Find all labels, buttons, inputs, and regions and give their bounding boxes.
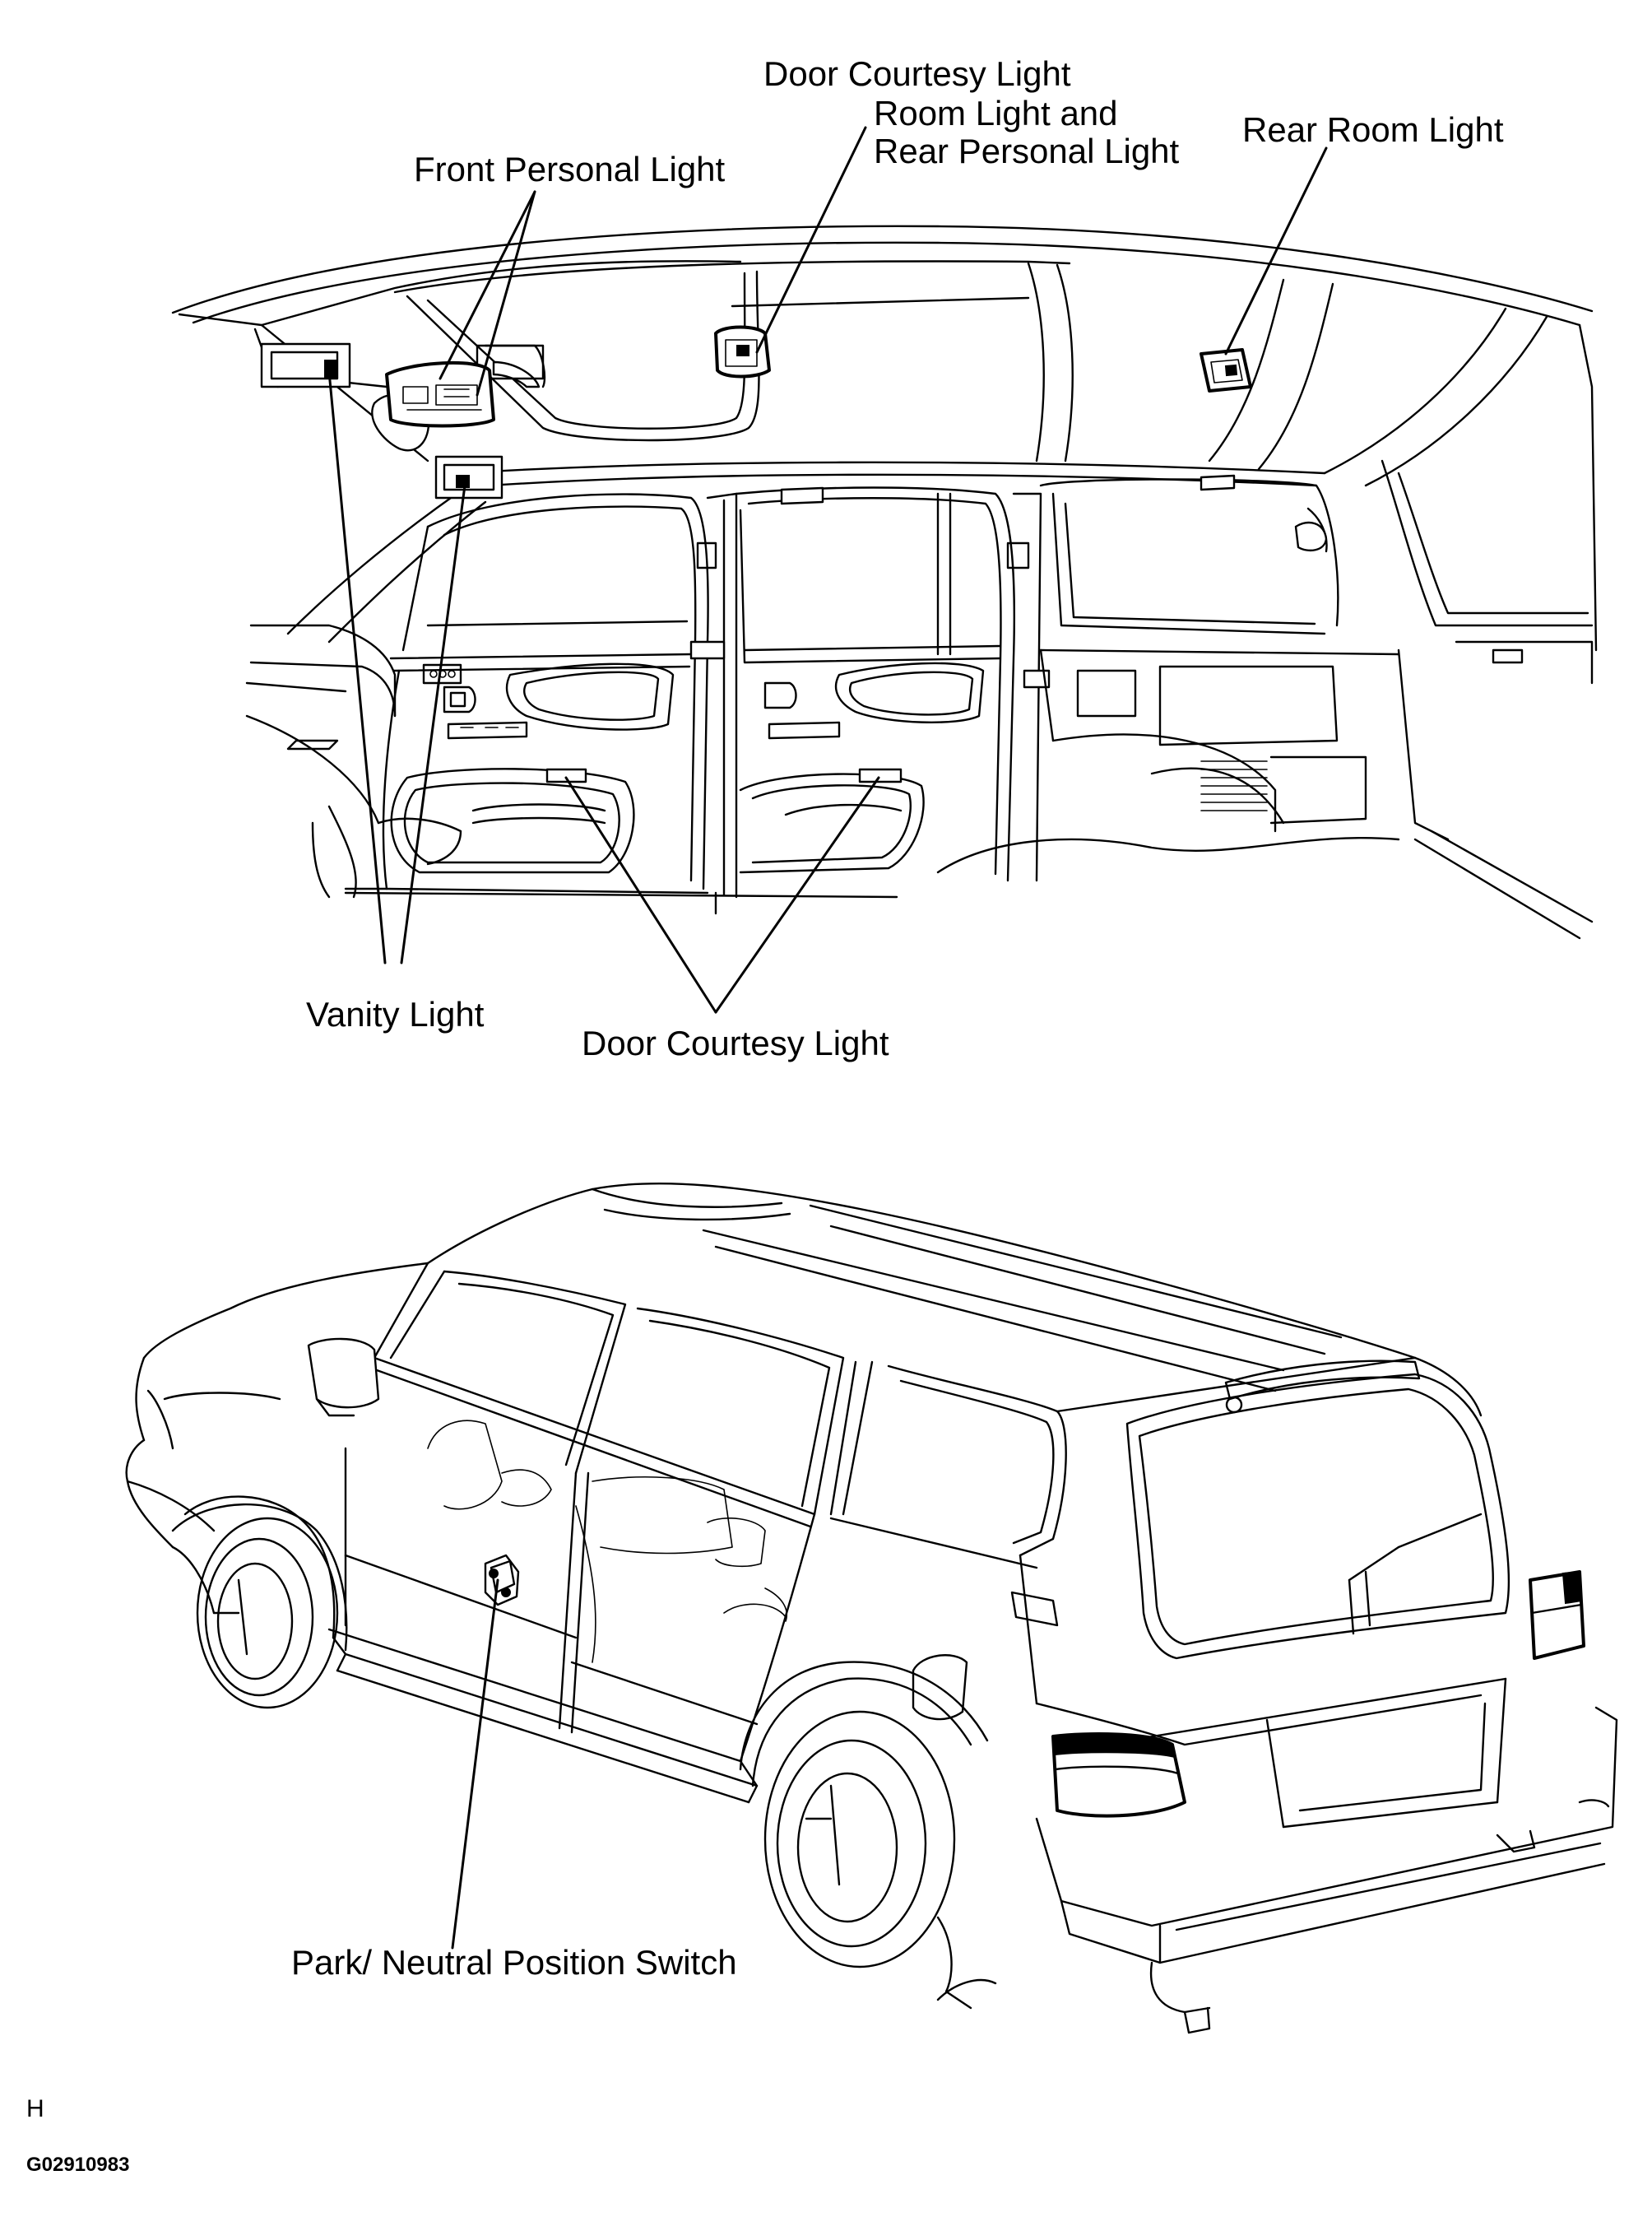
label-rear-room-light: Rear Room Light	[1242, 110, 1504, 149]
vehicle-interior-illustration	[171, 225, 1598, 940]
label-door-courtesy-light-top: Door Courtesy Light	[763, 54, 1071, 93]
label-room-light-line1: Room Light and	[874, 94, 1118, 132]
vehicle-exterior-illustration	[125, 1182, 1618, 2034]
label-park-neutral-switch: Park/ Neutral Position Switch	[291, 1943, 737, 1982]
label-front-personal-light: Front Personal Light	[414, 150, 726, 188]
label-room-light-line2: Rear Personal Light	[874, 132, 1180, 170]
label-door-courtesy-light-bottom: Door Courtesy Light	[582, 1024, 889, 1062]
label-vanity-light: Vanity Light	[306, 995, 485, 1034]
footer-code: G02910983	[26, 2154, 129, 2176]
leader-park-neutral	[451, 1578, 499, 1950]
leader-lines-top	[327, 126, 1328, 1014]
footer-letter: H	[26, 2095, 44, 2122]
